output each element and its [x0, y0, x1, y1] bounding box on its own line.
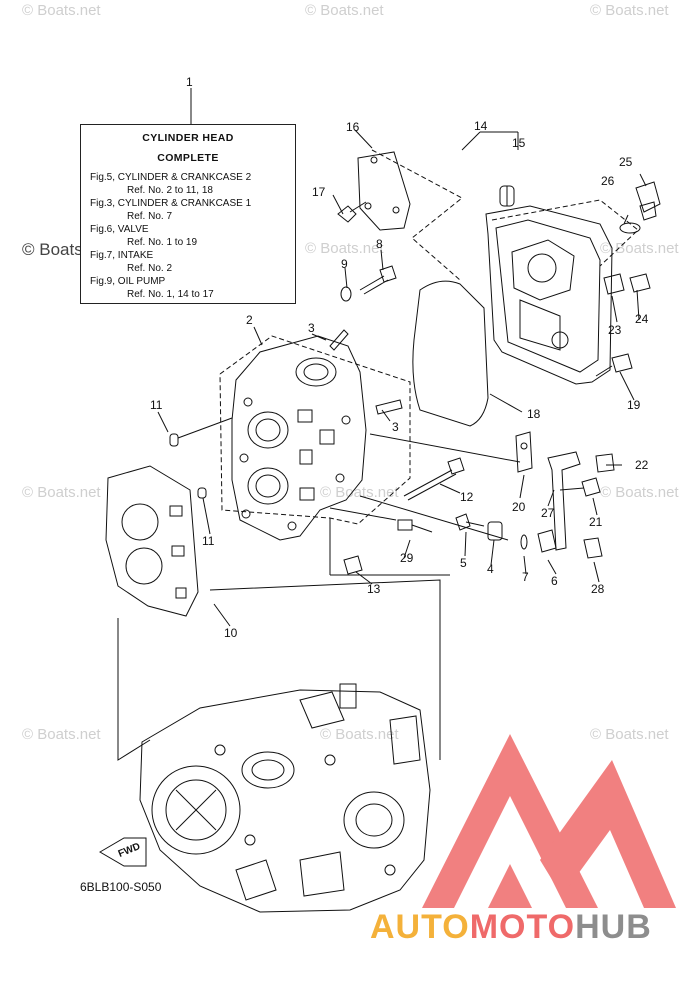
watermark: © Boats.net	[305, 240, 384, 257]
callout-6[interactable]: 6	[551, 574, 558, 588]
note-row: Fig.3, CYLINDER & CRANKCASE 1	[90, 198, 252, 209]
note-row: Fig.5, CYLINDER & CRANKCASE 2	[90, 172, 252, 183]
callout-1[interactable]: 1	[186, 75, 193, 89]
callout-23[interactable]: 23	[608, 323, 622, 337]
bolt-12	[403, 457, 465, 501]
sleeve-4	[487, 521, 503, 541]
bolt-24	[629, 273, 651, 293]
callout-4[interactable]: 4	[487, 562, 494, 576]
callout-11[interactable]: 11	[150, 398, 163, 412]
bolt-8	[359, 265, 397, 295]
watermark: © Boats.net	[22, 726, 101, 743]
bolt-13	[343, 555, 363, 575]
spark-plug-29	[397, 519, 433, 533]
callout-7[interactable]: 7	[522, 570, 529, 584]
watermark: © Boats.net	[320, 484, 399, 501]
watermark: © Boats.net	[600, 240, 679, 257]
callout-15[interactable]: 15	[512, 136, 526, 150]
watermark: © Boats.net	[600, 484, 679, 501]
watermark: © Boats.net	[22, 484, 101, 501]
union-6	[537, 529, 557, 553]
callout-26[interactable]: 26	[601, 174, 615, 188]
bolt-19	[595, 353, 633, 377]
cylinder-head-2	[231, 335, 367, 541]
clip-22	[595, 453, 615, 473]
automotohub-logo-mark	[422, 734, 676, 908]
washer-9	[340, 286, 352, 302]
callout-20[interactable]: 20	[512, 500, 526, 514]
callout-17[interactable]: 17	[312, 185, 326, 199]
gasket-18	[412, 280, 489, 427]
callout-14[interactable]: 14	[474, 119, 488, 133]
brand-auto: AUTO	[370, 908, 470, 946]
callout-3[interactable]: 3	[308, 321, 315, 335]
note-row: Fig.9, OIL PUMP	[90, 276, 166, 287]
watermark: © Boats.net	[590, 2, 669, 19]
stud-3-top	[329, 329, 349, 351]
diagram-code: 6BLB100-S050	[80, 880, 162, 894]
assembly-note-box: CYLINDER HEAD COMPLETE Fig.5, CYLINDER &…	[80, 124, 296, 304]
watermark: © Boats.net	[22, 2, 101, 19]
brand-moto: MOTO	[469, 908, 576, 946]
crankcase	[139, 683, 431, 913]
note-row: Ref. No. 1, 14 to 17	[127, 289, 214, 300]
automotohub-wordmark: AUTOMOTOHUB	[370, 908, 652, 947]
brand-hub: HUB	[575, 908, 652, 946]
clamp-23	[603, 273, 625, 295]
callout-5[interactable]: 5	[460, 556, 467, 570]
note-row: Fig.6, VALVE	[90, 224, 149, 235]
callout-24[interactable]: 24	[635, 312, 649, 326]
pin-15	[499, 185, 515, 207]
head-cover-14	[485, 205, 613, 385]
bolt-17	[337, 201, 367, 223]
note-row: Ref. No. 2	[127, 263, 173, 274]
watermark: © Boats.net	[320, 726, 399, 743]
bolt-5	[455, 513, 485, 531]
watermark: © Boats.net	[305, 2, 384, 19]
callout-12[interactable]: 12	[460, 490, 474, 504]
callout-10[interactable]: 10	[224, 626, 238, 640]
callout-3[interactable]: 3	[392, 420, 399, 434]
note-row: Ref. No. 7	[127, 211, 173, 222]
callout-8[interactable]: 8	[376, 237, 383, 251]
note-title: CYLINDER HEAD	[142, 132, 234, 144]
callout-27[interactable]: 27	[541, 506, 555, 520]
oil-filler-25	[619, 181, 661, 234]
callout-16[interactable]: 16	[346, 120, 360, 134]
callout-28[interactable]: 28	[591, 582, 605, 596]
callout-9[interactable]: 9	[341, 257, 348, 271]
callout-11[interactable]: 11	[202, 534, 215, 548]
watermark: © Boats.net	[590, 726, 669, 743]
callout-29[interactable]: 29	[400, 551, 414, 565]
gasket-16	[357, 151, 411, 231]
callout-18[interactable]: 18	[527, 407, 541, 421]
note-subtitle: COMPLETE	[157, 152, 219, 164]
dowel-11b	[197, 487, 207, 499]
bracket-27	[547, 451, 581, 551]
note-row: Ref. No. 1 to 19	[127, 237, 198, 248]
fwd-arrow	[99, 837, 147, 867]
callout-2[interactable]: 2	[246, 313, 253, 327]
callout-25[interactable]: 25	[619, 155, 633, 169]
callout-22[interactable]: 22	[635, 458, 649, 472]
note-row: Ref. No. 2 to 11, 18	[127, 185, 213, 196]
plate-20	[515, 431, 533, 473]
bolt-21	[559, 477, 601, 497]
note-row: Fig.7, INTAKE	[90, 250, 154, 261]
clip-28	[583, 537, 603, 559]
dowel-11a	[169, 433, 179, 447]
stud-3-right	[375, 399, 403, 415]
head-gasket-10	[105, 465, 199, 617]
callout-13[interactable]: 13	[367, 582, 381, 596]
callout-19[interactable]: 19	[627, 398, 641, 412]
callout-21[interactable]: 21	[589, 515, 603, 529]
o-ring-7	[520, 534, 528, 550]
